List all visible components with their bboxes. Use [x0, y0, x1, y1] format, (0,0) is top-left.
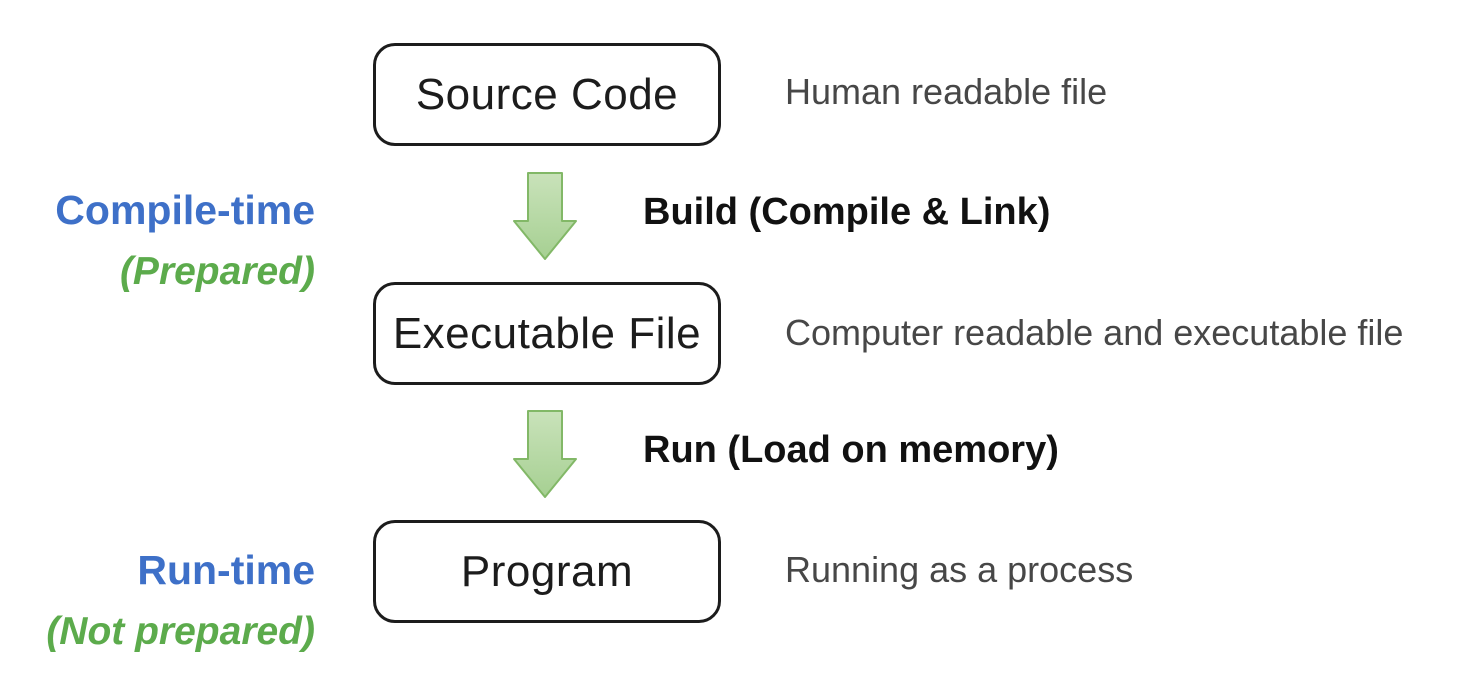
phase-name: Run-time: [137, 547, 315, 593]
stage-description: Running as a process: [785, 548, 1134, 590]
stage-box-executable-file: Executable File: [373, 282, 721, 385]
stage-label: Executable File: [392, 308, 702, 358]
stage-box-program: Program: [373, 520, 721, 623]
phase-name: Compile-time: [55, 187, 315, 233]
down-arrow-icon: [513, 172, 577, 260]
transition-label-run: Run (Load on memory): [643, 428, 1059, 471]
stage-description: Human readable file: [785, 70, 1108, 112]
phase-note: (Not prepared): [46, 610, 315, 653]
stage-description: Computer readable and executable file: [785, 311, 1404, 353]
phase-compile-time: Compile-time (Prepared): [0, 186, 315, 295]
phase-note: (Prepared): [119, 250, 315, 293]
phase-run-time: Run-time (Not prepared): [0, 546, 315, 655]
stage-label: Source Code: [415, 69, 679, 119]
transition-label-build: Build (Compile & Link): [643, 190, 1051, 233]
stage-label: Program: [460, 546, 634, 596]
down-arrow-icon: [513, 410, 577, 498]
stage-box-source-code: Source Code: [373, 43, 721, 146]
